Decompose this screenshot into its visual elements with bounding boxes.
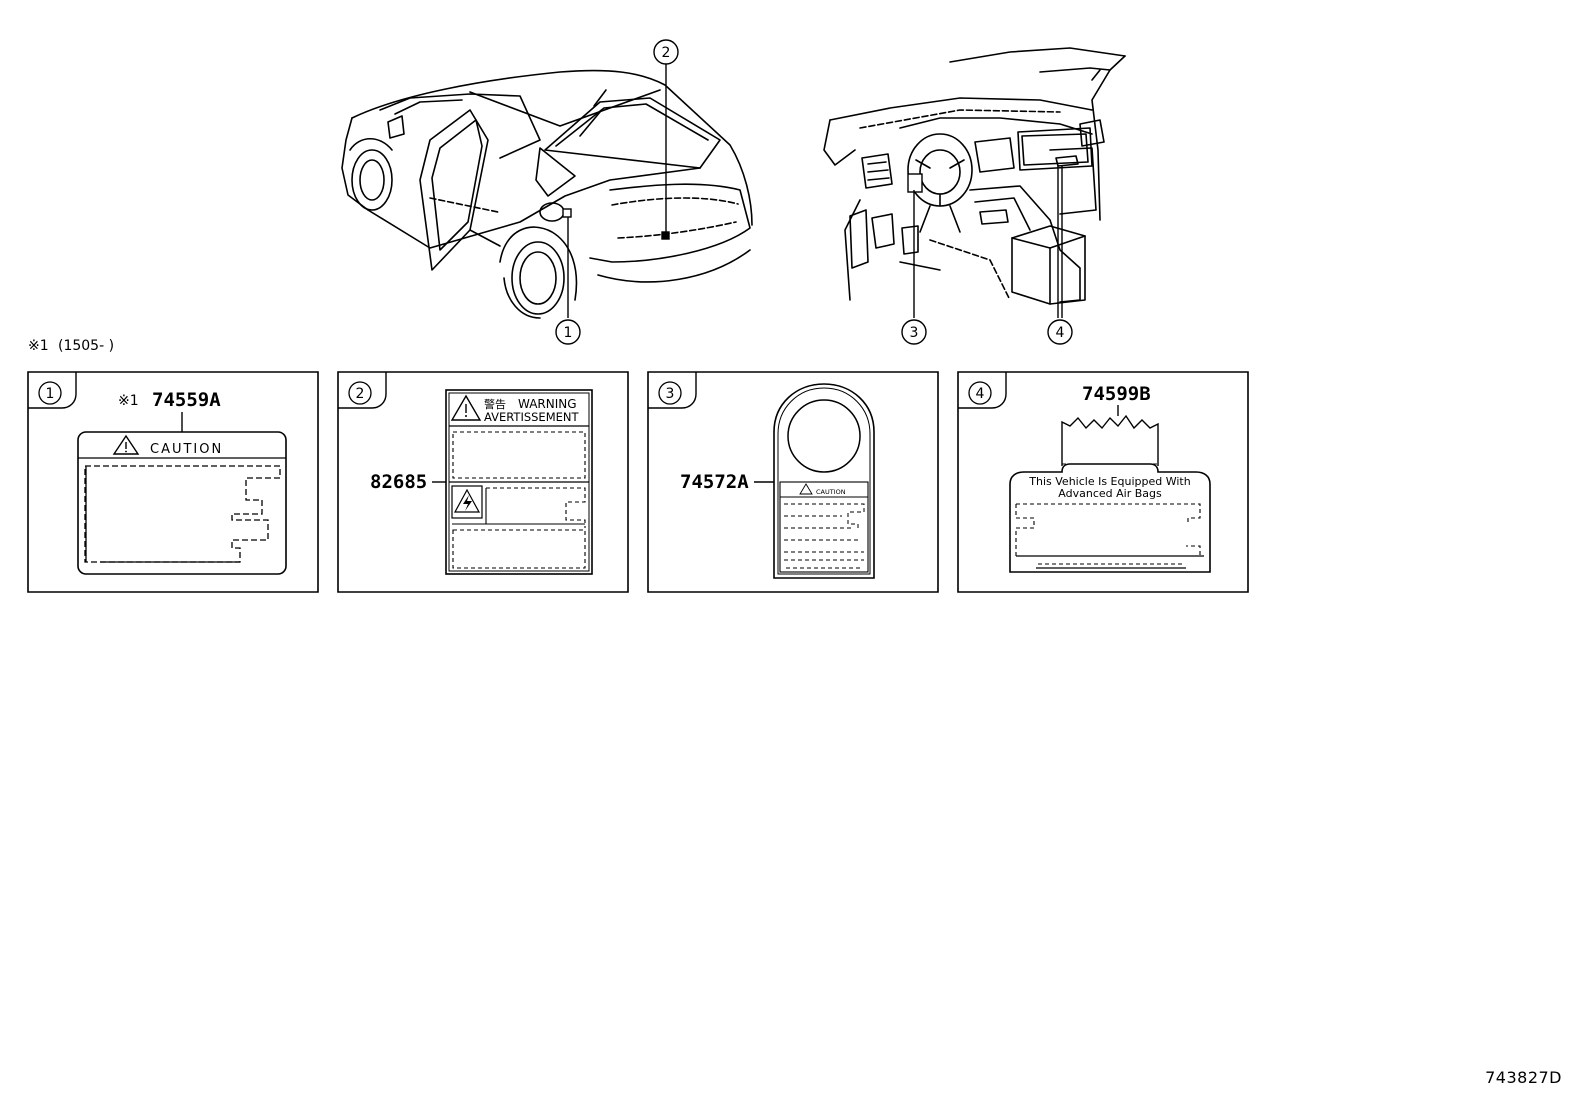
panel-3: 3 74572A CAUTION xyxy=(647,371,939,593)
callout-3-label: 3 xyxy=(910,325,919,341)
callout-4: 4 xyxy=(1047,319,1073,345)
panel-2-part-number: 82685 xyxy=(370,471,427,493)
warning-triangle-icon xyxy=(450,394,482,421)
panel-3-part-number: 74572A xyxy=(680,471,749,493)
callout-4-label: 4 xyxy=(1056,325,1065,341)
panel-4: 4 74599B This Vehicle Is Equipped With A… xyxy=(957,371,1249,593)
panel-3-label-title: CAUTION xyxy=(816,488,846,496)
panel-1-label-title: CAUTION xyxy=(150,442,223,457)
callout-1: 1 xyxy=(555,319,581,345)
panel-4-part-number: 74599B xyxy=(1082,383,1151,405)
interior-illustration xyxy=(823,47,1126,305)
footnote-range: (1505- ) xyxy=(58,338,114,354)
panel-4-number: 4 xyxy=(976,386,985,402)
footnote-marker: ※1 xyxy=(28,338,49,354)
panel-2-label-title-jp: 警告 xyxy=(484,397,506,411)
callout-3: 3 xyxy=(901,319,927,345)
callout-leaders xyxy=(562,64,1063,318)
warning-triangle-icon xyxy=(799,483,813,495)
panel-3-number: 3 xyxy=(666,386,675,402)
panel-1-part-number: 74559A xyxy=(152,389,221,411)
car-rear-illustration xyxy=(341,69,753,319)
panel-2-label-title-2: AVERTISSEMENT xyxy=(484,410,579,424)
panel-1: 1 ※1 74559A CAUTION xyxy=(27,371,319,593)
panel-1-part-prefix: ※1 xyxy=(118,393,139,409)
document-id: 743827D xyxy=(1485,1068,1562,1087)
footnote: ※1 (1505- ) xyxy=(28,338,114,354)
panel-2-number: 2 xyxy=(356,386,365,402)
callout-1-label: 1 xyxy=(564,325,573,341)
panel-2: 2 82685 警告 WARNING AVERTISSEMENT xyxy=(337,371,629,593)
panel-2-label-title-1: WARNING xyxy=(518,397,577,411)
callout-2: 2 xyxy=(653,39,679,65)
panel-4-label-line-2: Advanced Air Bags xyxy=(1058,487,1162,500)
warning-triangle-icon xyxy=(112,434,140,455)
high-voltage-icon xyxy=(451,485,483,519)
panel-1-number: 1 xyxy=(46,386,55,402)
panel-4-label-line-1: This Vehicle Is Equipped With xyxy=(1028,475,1190,488)
callout-2-label: 2 xyxy=(662,45,671,61)
